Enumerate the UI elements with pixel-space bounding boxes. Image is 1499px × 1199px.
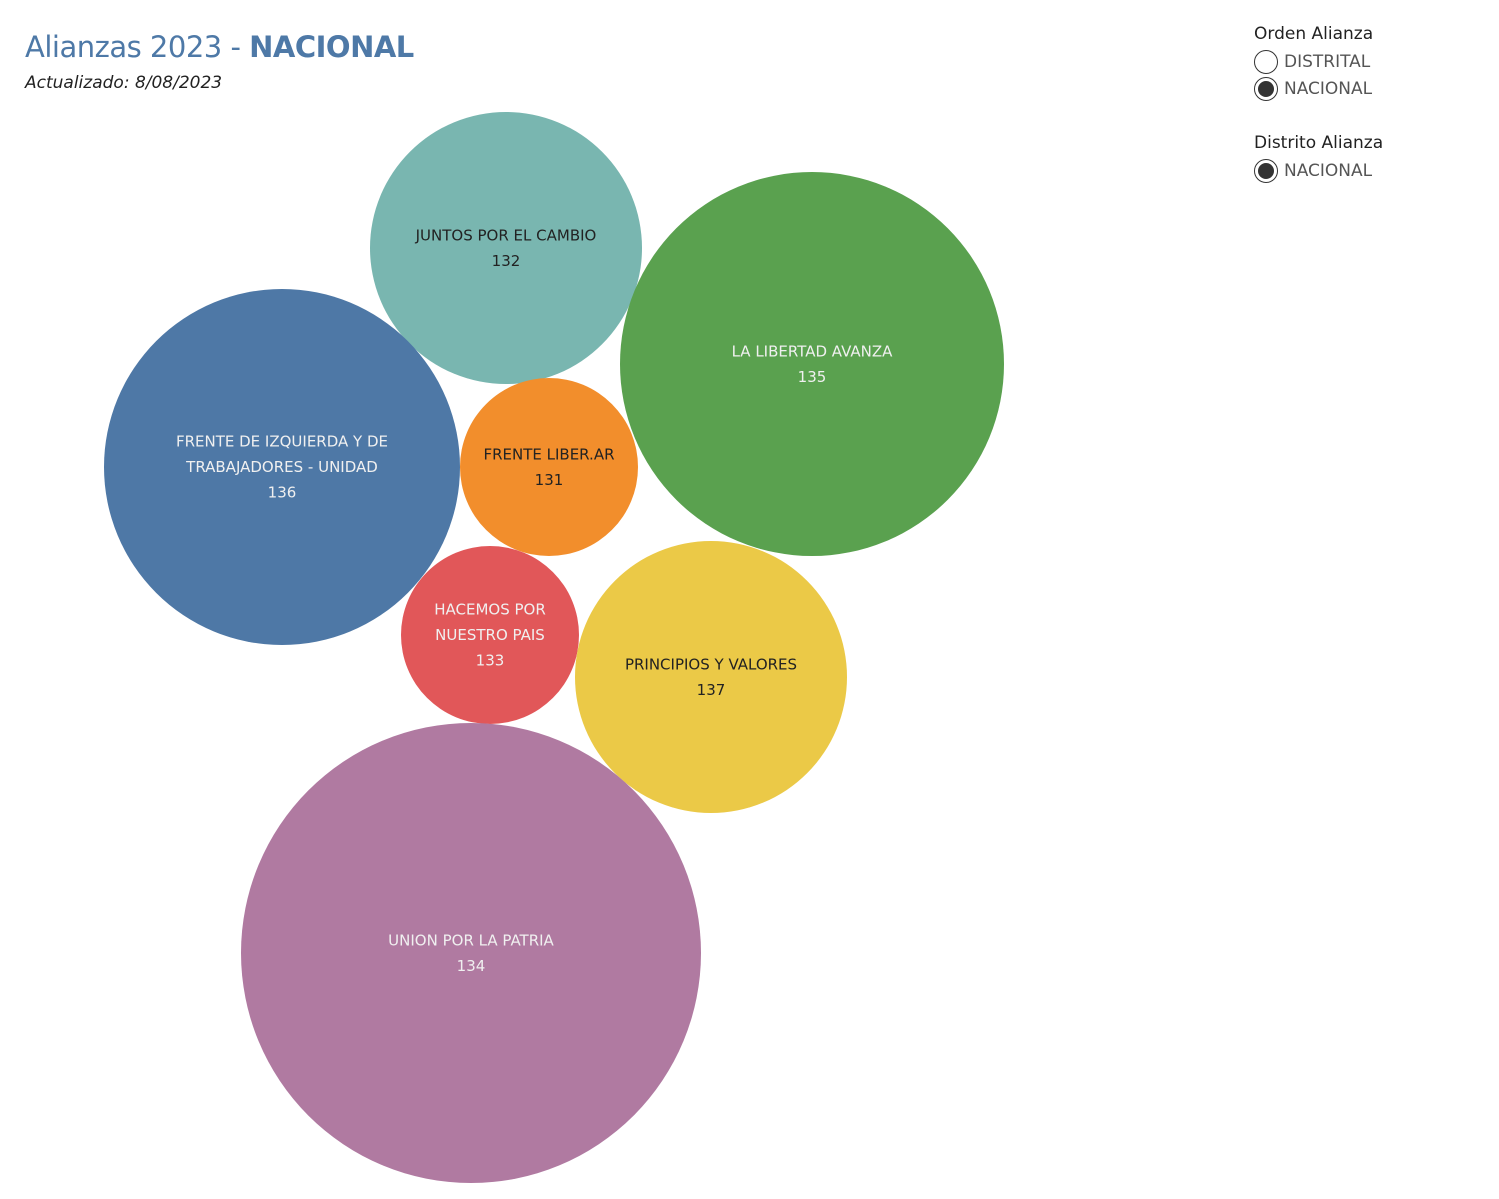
bubble-132[interactable]: JUNTOS POR EL CAMBIO 132 [370,112,642,384]
radio-option-distrital[interactable]: DISTRITAL [1254,48,1373,75]
radio-option-nacional[interactable]: NACIONAL [1254,75,1373,102]
bubble-name-label: FRENTE DE IZQUIERDA Y DE [176,433,388,451]
bubble-chart: JUNTOS POR EL CAMBIO 132 LA LIBERTAD AVANZ… [104,112,1004,1183]
bubble-name-label: TRABAJADORES - UNIDAD [185,458,378,476]
bubble-name-label: FRENTE LIBER.AR [483,445,614,463]
page-title: Alianzas 2023 - NACIONAL [25,30,414,64]
bubble-circle[interactable] [370,112,642,384]
bubble-131[interactable]: FRENTE LIBER.AR 131 [460,378,638,556]
bubble-circle[interactable] [104,289,460,645]
filter-title: Orden Alianza [1254,24,1374,44]
bubble-circle[interactable] [241,723,701,1183]
option-label: DISTRITAL [1284,51,1371,72]
bubble-code-label: 137 [697,681,726,699]
bubble-code-label: 133 [476,652,505,670]
filter-orden-alianza: Orden Alianza DISTRITAL NACIONAL [1254,24,1373,102]
bubble-137[interactable]: PRINCIPIOS Y VALORES 137 [575,541,847,813]
updated-date: Actualizado: 8/08/2023 [25,73,223,93]
bubble-code-label: 134 [457,957,486,975]
bubble-circle[interactable] [620,172,1004,556]
bubble-135[interactable]: LA LIBERTAD AVANZA 135 [620,172,1004,556]
filter-title: Distrito Alianza [1254,133,1384,153]
bubble-name-label: UNION POR LA PATRIA [388,931,554,949]
title-prefix: Alianzas 2023 - [25,30,250,64]
option-label: NACIONAL [1284,78,1373,99]
radio-selected-icon[interactable] [1254,158,1278,183]
bubble-name-label: JUNTOS POR EL CAMBIO [415,226,597,244]
bubble-136[interactable]: FRENTE DE IZQUIERDA Y DE TRABAJADORES - U… [104,289,460,645]
bubble-code-label: 132 [492,252,521,270]
radio-option-nacional[interactable]: NACIONAL [1254,157,1383,184]
bubble-name-label: PRINCIPIOS Y VALORES [625,655,797,673]
bubble-circle[interactable] [401,546,579,724]
bubble-134[interactable]: UNION POR LA PATRIA 134 [241,723,701,1183]
bubble-name-label: NUESTRO PAIS [435,626,545,644]
bubble-name-label: HACEMOS POR [434,601,546,619]
bubble-133[interactable]: HACEMOS POR NUESTRO PAIS 133 [401,546,579,724]
bubble-circle[interactable] [460,378,638,556]
bubble-code-label: 135 [798,368,827,386]
title-scope: NACIONAL [249,30,414,64]
option-label: NACIONAL [1284,160,1373,181]
filter-distrito-alianza: Distrito Alianza NACIONAL [1254,133,1383,184]
bubble-circle[interactable] [575,541,847,813]
bubble-name-label: LA LIBERTAD AVANZA [732,342,894,360]
radio-icon[interactable] [1254,49,1278,74]
bubble-code-label: 131 [535,471,564,489]
radio-selected-icon[interactable] [1254,76,1278,101]
bubble-code-label: 136 [268,484,297,502]
